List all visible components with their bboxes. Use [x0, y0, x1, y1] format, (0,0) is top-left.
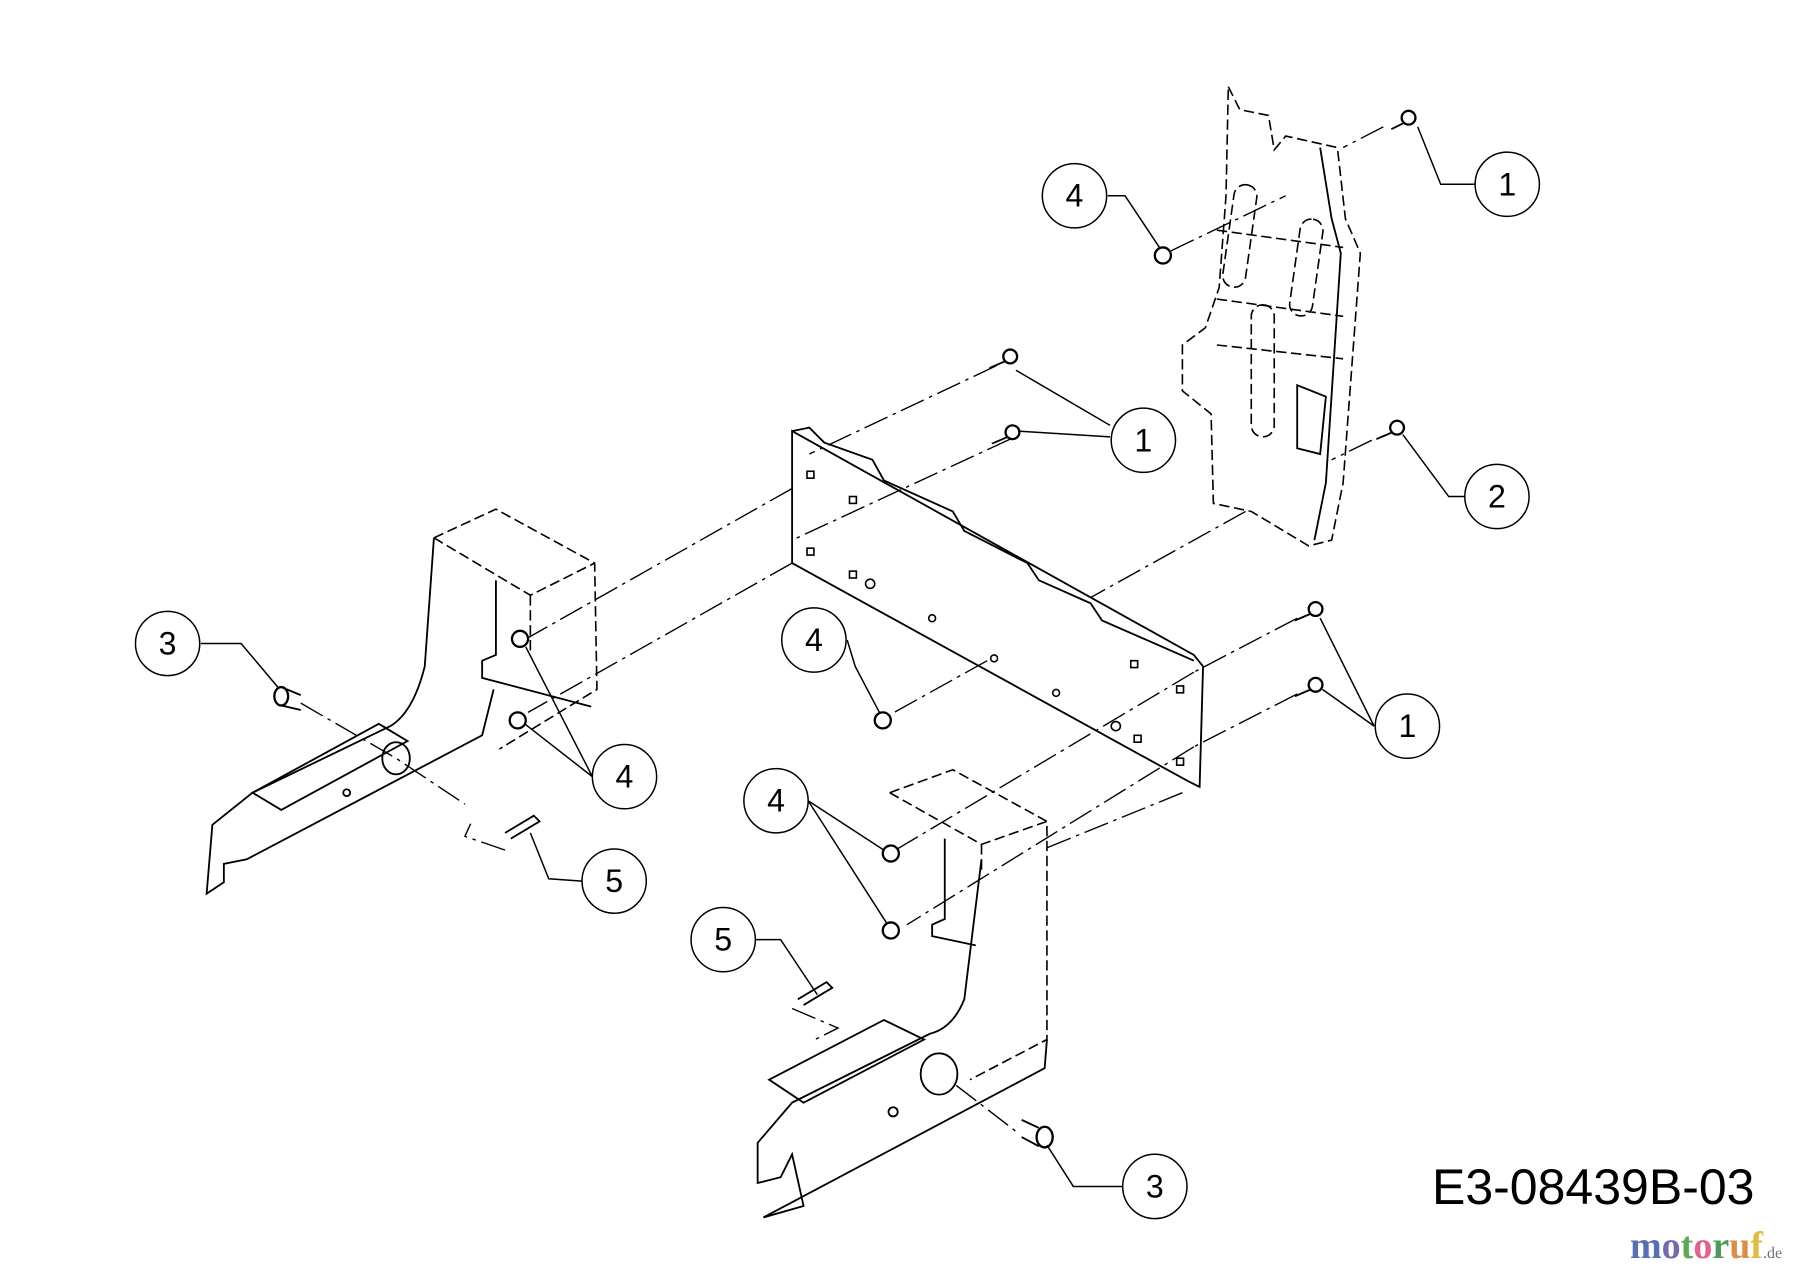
pin — [273, 685, 302, 711]
assembly-centerlines — [300, 126, 1384, 1132]
nut — [1153, 246, 1173, 265]
callout: 1 — [1110, 407, 1177, 474]
upper-bracket-plate — [1181, 86, 1362, 547]
svg-text:2: 2 — [1488, 479, 1506, 515]
bolt — [1294, 676, 1324, 698]
svg-text:5: 5 — [714, 922, 732, 958]
hairpin-clip — [504, 814, 542, 840]
callout: 4 — [743, 767, 809, 834]
watermark-letter: r — [1712, 1225, 1730, 1267]
left-lift-bracket — [205, 508, 598, 896]
svg-text:4: 4 — [1066, 178, 1084, 214]
bolt — [991, 424, 1021, 445]
callout: 1 — [1374, 693, 1441, 760]
watermark-letter: t — [1680, 1225, 1694, 1267]
hairpin-clip — [797, 980, 834, 1006]
bolt — [1390, 109, 1417, 130]
diagram-code: E3-08439B-03 — [1432, 1159, 1755, 1215]
watermark-letter: m — [1630, 1225, 1662, 1267]
watermark-letter: o — [1661, 1225, 1681, 1267]
svg-text:3: 3 — [159, 625, 177, 661]
watermark-letter: o — [1693, 1225, 1713, 1267]
svg-text:5: 5 — [605, 863, 623, 899]
bolt — [989, 348, 1019, 369]
nut — [881, 844, 900, 863]
svg-text:1: 1 — [1398, 708, 1416, 744]
svg-text:4: 4 — [805, 622, 823, 658]
svg-text:1: 1 — [1134, 422, 1152, 458]
bolt — [1376, 419, 1406, 440]
nut — [510, 629, 530, 649]
svg-text:3: 3 — [1146, 1168, 1164, 1204]
callout: 5 — [690, 906, 757, 973]
fasteners — [273, 109, 1417, 1149]
nut — [873, 711, 892, 730]
svg-text:4: 4 — [616, 759, 634, 795]
leader-lines — [200, 126, 1476, 1188]
callout: 4 — [591, 743, 658, 810]
bolt — [1294, 600, 1324, 622]
watermark-letter: u — [1729, 1225, 1751, 1267]
callout: 4 — [781, 607, 847, 673]
right-lift-bracket — [756, 768, 1048, 1219]
motoruf-watermark-logo: motoruf.de — [1630, 1225, 1783, 1267]
callout: 2 — [1464, 463, 1530, 530]
svg-text:4: 4 — [767, 783, 785, 819]
nut — [508, 711, 527, 730]
watermark-letter: f — [1750, 1225, 1763, 1267]
callout: 3 — [1121, 1153, 1188, 1220]
callout: 5 — [581, 848, 648, 914]
nut — [881, 921, 900, 940]
callout: 4 — [1041, 162, 1108, 229]
svg-text:1: 1 — [1498, 166, 1516, 202]
callout: 3 — [134, 610, 201, 677]
center-mounting-plate — [791, 426, 1204, 789]
callout: 1 — [1474, 151, 1541, 218]
pin — [1021, 1119, 1054, 1149]
